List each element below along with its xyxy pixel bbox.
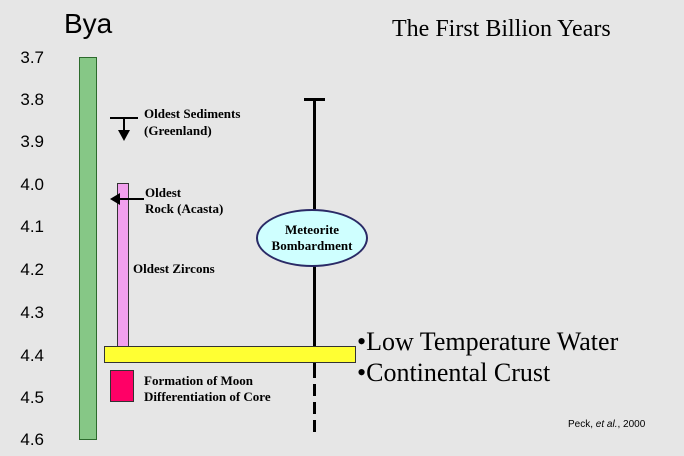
tick-label: 4.1 bbox=[20, 217, 44, 236]
oldest-sediments-location: (Greenland) bbox=[144, 123, 212, 138]
tick-label: 3.7 bbox=[20, 48, 44, 67]
tick-label: 3.8 bbox=[20, 90, 44, 109]
low-temperature-water-label: •Low Temperature Water bbox=[357, 327, 619, 356]
oldest-rock-label: Oldest bbox=[145, 185, 182, 200]
citation-etal: et al. bbox=[595, 419, 618, 430]
page-title: The First Billion Years bbox=[392, 16, 611, 42]
oldest-zircons-bar bbox=[117, 183, 129, 356]
tick-label: 4.6 bbox=[20, 430, 44, 449]
bombardment-dashed-line bbox=[313, 366, 316, 436]
core-differentiation-label: Differentiation of Core bbox=[144, 389, 271, 404]
oldest-sediments-label: Oldest Sediments bbox=[144, 106, 241, 121]
sediments-arrow-icon bbox=[110, 117, 138, 141]
oldest-rock-arrow-icon bbox=[110, 193, 144, 205]
timeline-bar bbox=[79, 57, 97, 440]
moon-formation-label: Formation of Moon bbox=[144, 373, 254, 388]
axis-unit-label: Bya bbox=[64, 8, 113, 39]
continental-crust-label: •Continental Crust bbox=[357, 358, 551, 387]
water-crust-bar bbox=[104, 346, 356, 363]
bombardment-label-line1: Meteorite bbox=[284, 222, 340, 237]
meteorite-bombardment-bubble: Meteorite Bombardment bbox=[256, 209, 368, 267]
tick-label: 4.5 bbox=[20, 388, 44, 407]
tick-label: 4.3 bbox=[20, 303, 44, 322]
citation-year: , 2000 bbox=[617, 419, 646, 430]
moon-formation-box bbox=[110, 370, 134, 402]
citation-author: Peck, bbox=[568, 419, 596, 430]
bombardment-label-line2: Bombardment bbox=[271, 238, 353, 253]
tick-label: 4.4 bbox=[20, 346, 44, 365]
tick-label: 3.9 bbox=[20, 132, 44, 151]
oldest-zircons-label: Oldest Zircons bbox=[133, 261, 215, 276]
oldest-rock-location: Rock (Acasta) bbox=[145, 201, 224, 216]
tick-label: 4.0 bbox=[20, 175, 44, 194]
citation: Peck, et al., 2000 bbox=[568, 419, 645, 430]
tick-label: 4.2 bbox=[20, 260, 44, 279]
